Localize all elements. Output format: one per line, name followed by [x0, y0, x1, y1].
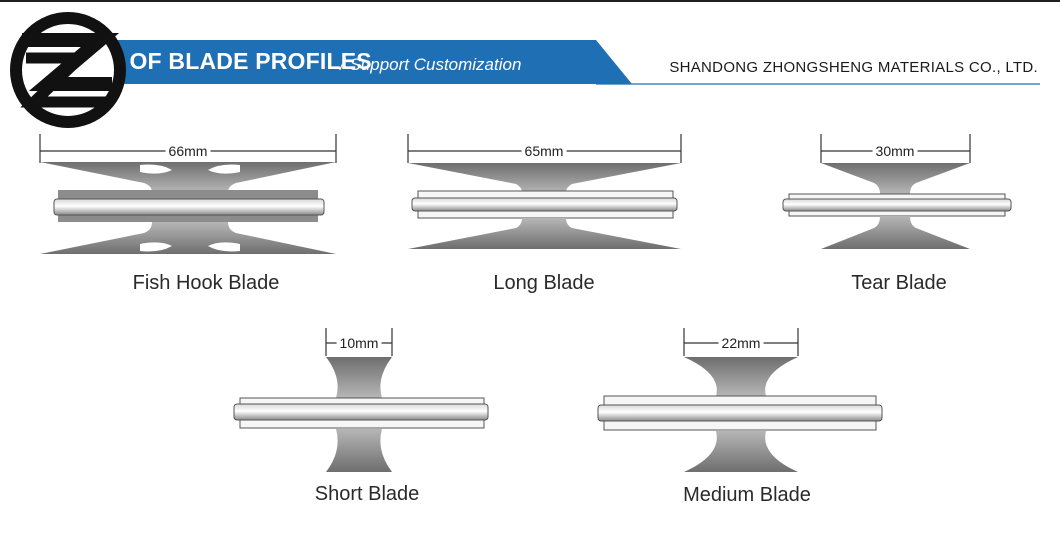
fish-hook-lower-blade [40, 222, 336, 254]
short-blade-lower-blade [326, 429, 392, 472]
fish-hook-blade-diagram [39, 134, 337, 254]
long-blade-diagram [407, 134, 682, 249]
short-blade-upper-blade [326, 357, 392, 398]
medium-blade-upper-blade [684, 357, 798, 396]
medium-blade-lower-blade [684, 431, 798, 472]
top-border [0, 0, 1060, 2]
short-blade-core-wire [233, 403, 489, 421]
fish-hook-lower-hook-left [140, 242, 172, 252]
long-blade-label: Long Blade [493, 272, 595, 294]
company-name: SHANDONG ZHONGSHENG MATERIALS CO., LTD. [669, 59, 1038, 76]
long-blade-dimension-label: 65mm [521, 143, 567, 159]
fish-hook-upper-hook-left [140, 164, 172, 174]
fish-hook-dimension-label: 66mm [165, 143, 211, 159]
fish-hook-upper-hook-right [208, 164, 240, 174]
tear-blade-label: Tear Blade [851, 272, 947, 294]
fish-hook-core-wire [53, 198, 325, 216]
short-blade-dimension-label: 10mm [336, 335, 382, 351]
long-blade-lower-blade [408, 218, 681, 249]
fish-hook-upper-blade [40, 162, 336, 192]
medium-blade-core-wire [597, 404, 883, 422]
medium-blade-label: Medium Blade [683, 484, 811, 506]
tear-blade-upper-blade [821, 163, 970, 194]
header-banner [40, 40, 1040, 85]
tear-blade-core-wire [782, 198, 1012, 212]
tear-blade-lower-blade [821, 216, 970, 249]
short-blade-diagram [233, 328, 489, 472]
zs-logo-icon [10, 12, 126, 128]
medium-blade-dimension-label: 22mm [718, 335, 764, 351]
tear-blade-dimension-label: 30mm [872, 143, 918, 159]
short-blade-label: Short Blade [314, 483, 420, 505]
fish-hook-blade-label: Fish Hook Blade [132, 272, 280, 294]
banner-shape [40, 40, 632, 84]
page-subtitle: / Support Customization [340, 55, 522, 74]
medium-blade-diagram [597, 328, 883, 472]
long-blade-core-wire [411, 197, 678, 212]
long-blade-upper-blade [408, 163, 681, 193]
fish-hook-lower-hook-right [208, 242, 240, 252]
